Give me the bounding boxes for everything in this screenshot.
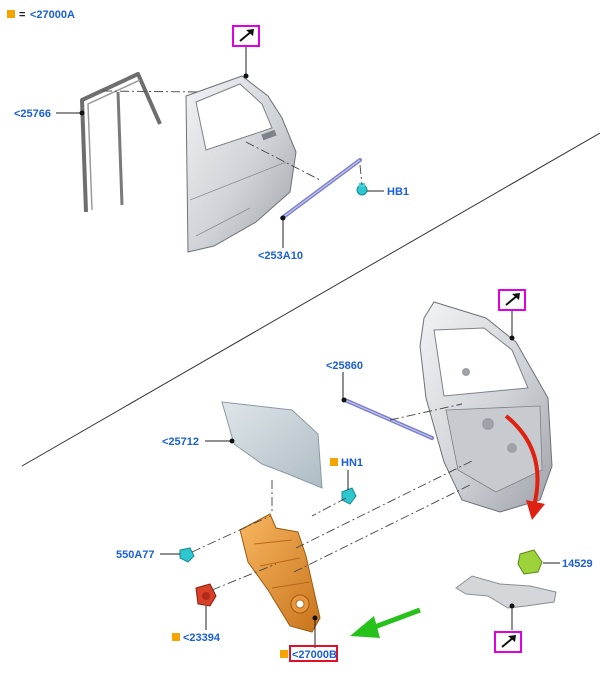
diagonal-arrow-icon <box>494 631 522 653</box>
label-module: <27000B <box>292 649 337 661</box>
label-clip-upper: HB1 <box>387 186 409 198</box>
orange-square-icon <box>7 10 15 18</box>
window-motor <box>195 583 217 607</box>
label-weatherstrip-upper: <253A10 <box>258 250 303 262</box>
glass-run-channel <box>343 398 434 440</box>
label-motor: <23394 <box>183 632 221 644</box>
label-clip-lower: HN1 <box>341 457 363 469</box>
trim-bracket <box>455 575 557 609</box>
legend-label: <27000A <box>30 9 75 21</box>
orange-square-icon <box>172 633 180 641</box>
rear-door-inner <box>419 301 553 513</box>
green-direction-arrow <box>350 607 421 638</box>
label-fastener: 550A77 <box>116 549 155 561</box>
diagonal-arrow-icon <box>232 25 260 47</box>
belt-weatherstrip-upper <box>280 158 362 220</box>
label-seal-upper: <25766 <box>14 108 51 120</box>
section-divider <box>21 132 600 467</box>
fastener-550a77 <box>179 547 195 563</box>
door-glass <box>221 401 323 489</box>
orange-square-icon <box>330 458 338 466</box>
door-frame-seal <box>80 72 162 213</box>
label-glass-run: <25860 <box>326 360 363 372</box>
red-direction-arrow <box>504 414 545 520</box>
assembly-line-2 <box>245 141 321 181</box>
orange-square-icon <box>280 650 288 658</box>
legend: = <27000A <box>7 9 75 21</box>
diagonal-arrow-icon <box>498 289 526 311</box>
door-bumper <box>517 549 543 575</box>
legend-equals: = <box>19 9 25 21</box>
rear-door-upper <box>185 75 297 253</box>
clip-hn1 <box>341 487 357 505</box>
label-glass: <25712 <box>162 436 199 448</box>
highlight-box <box>289 645 338 662</box>
assembly-line-1 <box>102 90 201 93</box>
window-regulator-module <box>239 513 321 633</box>
label-bumper: 14529 <box>562 558 593 570</box>
